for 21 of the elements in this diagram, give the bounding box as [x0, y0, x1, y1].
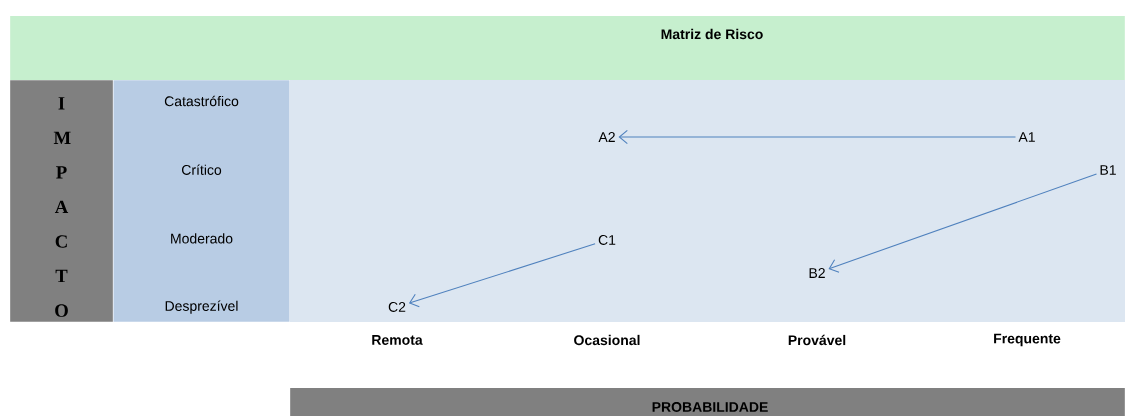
risk-point: A2	[598, 132, 615, 142]
risk-point: C1	[598, 235, 616, 245]
arrow	[618, 129, 1017, 145]
arrow	[408, 243, 596, 308]
row-label: Crítico	[182, 164, 222, 175]
title-band: Matriz de Risco	[10, 16, 1125, 80]
row-header-band	[113, 80, 290, 322]
risk-point: B1	[1100, 165, 1116, 175]
risk-point: C2	[388, 302, 406, 312]
arrow	[828, 173, 1098, 273]
axis-band: I M P A C T O	[10, 80, 113, 322]
column-label: Remota	[372, 335, 423, 345]
row-label: Desprezível	[165, 300, 238, 314]
row-label: Catastrófico	[164, 95, 239, 107]
risk-point: A1	[1018, 132, 1035, 142]
column-label: Frequente	[994, 333, 1061, 347]
column-label: Provável	[788, 334, 846, 346]
column-label: Ocasional	[574, 334, 640, 346]
row-label: Moderado	[171, 233, 233, 244]
axis-band: PROBABILIDADE	[290, 388, 1125, 416]
risk-point: B2	[809, 268, 825, 278]
